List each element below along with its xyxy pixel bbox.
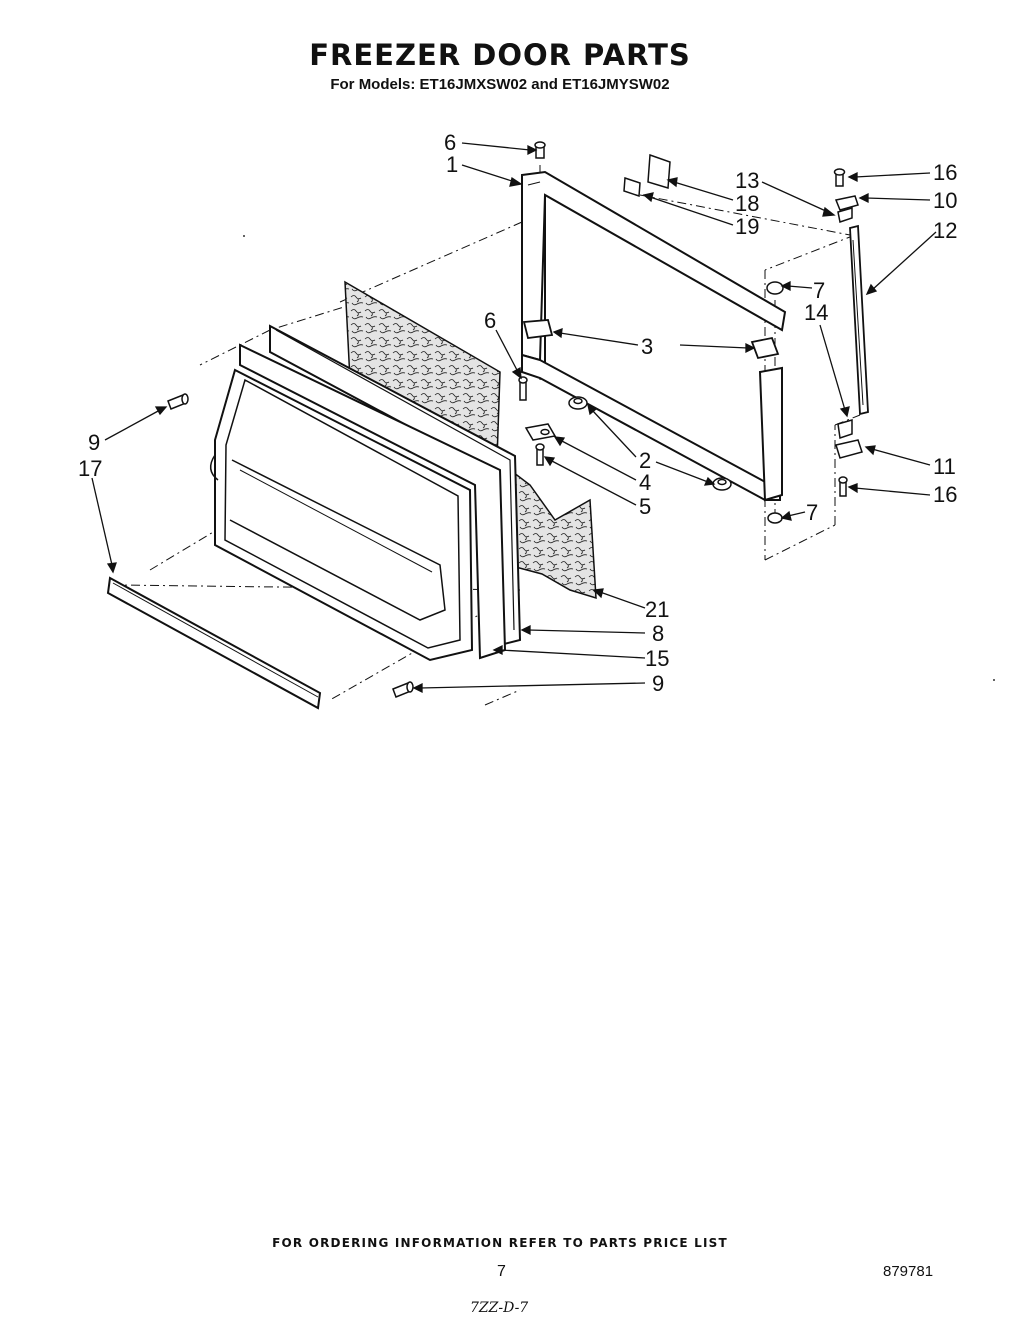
callout-17: 17 <box>78 456 102 481</box>
document-number: 879781 <box>883 1263 934 1280</box>
callout-5: 5 <box>639 494 651 519</box>
leader-lines <box>91 142 937 694</box>
callout-4: 4 <box>639 470 651 495</box>
callout-1: 1 <box>446 152 458 177</box>
door-liner <box>209 368 474 662</box>
page-number: 7 <box>497 1263 506 1280</box>
pivot-bushing-2 <box>568 396 732 491</box>
label-tab-19 <box>623 176 641 198</box>
callout-11: 11 <box>933 454 956 479</box>
callout-3: 3 <box>641 334 653 359</box>
callout-9-bottom: 9 <box>652 671 664 696</box>
callout-13: 13 <box>735 168 759 193</box>
handle-cap-bottom <box>835 419 863 459</box>
callout-19: 19 <box>735 214 759 239</box>
callout-6-top: 6 <box>444 130 456 155</box>
door-handle-12 <box>849 224 869 416</box>
callout-6-side: 6 <box>484 308 496 333</box>
callout-14: 14 <box>804 300 828 325</box>
door-shelf-rail <box>106 576 322 710</box>
screw-9 <box>167 393 414 698</box>
callout-10: 10 <box>933 188 957 213</box>
hinge-brackets <box>522 319 780 360</box>
callout-7-top: 7 <box>813 278 825 303</box>
callout-12: 12 <box>933 218 957 243</box>
label-plate-18 <box>647 153 671 189</box>
callout-7-bottom: 7 <box>806 500 818 525</box>
door-liner-frame <box>239 343 507 660</box>
screw-5 <box>535 443 545 466</box>
plug-button-7 <box>766 281 784 524</box>
screw-6-side <box>518 376 528 401</box>
model-subtitle: For Models: ET16JMXSW02 and ET16JMYSW02 <box>330 76 670 93</box>
page-title: FREEZER DOOR PARTS <box>309 38 691 72</box>
handwritten-note: 7ZZ-D-7 <box>470 1300 529 1316</box>
callout-18: 18 <box>735 191 759 216</box>
callout-2: 2 <box>639 448 651 473</box>
page-speck <box>243 235 245 237</box>
callout-numbers: 6 1 13 18 19 16 10 12 7 14 6 3 2 4 5 11 … <box>78 130 957 696</box>
callout-9-left: 9 <box>88 430 100 455</box>
callout-15: 15 <box>645 646 669 671</box>
page-speck <box>993 679 995 681</box>
callout-21: 21 <box>645 597 669 622</box>
ordering-note: FOR ORDERING INFORMATION REFER TO PARTS … <box>272 1236 728 1250</box>
callout-16-top: 16 <box>933 160 957 185</box>
hinge-plate-4 <box>524 423 557 441</box>
callout-16-bottom: 16 <box>933 482 957 507</box>
door-outer-frame <box>521 170 787 502</box>
screw-6-top <box>534 141 546 159</box>
handle-cap-top <box>834 195 859 223</box>
screw-16 <box>833 168 848 497</box>
callout-8: 8 <box>652 621 664 646</box>
